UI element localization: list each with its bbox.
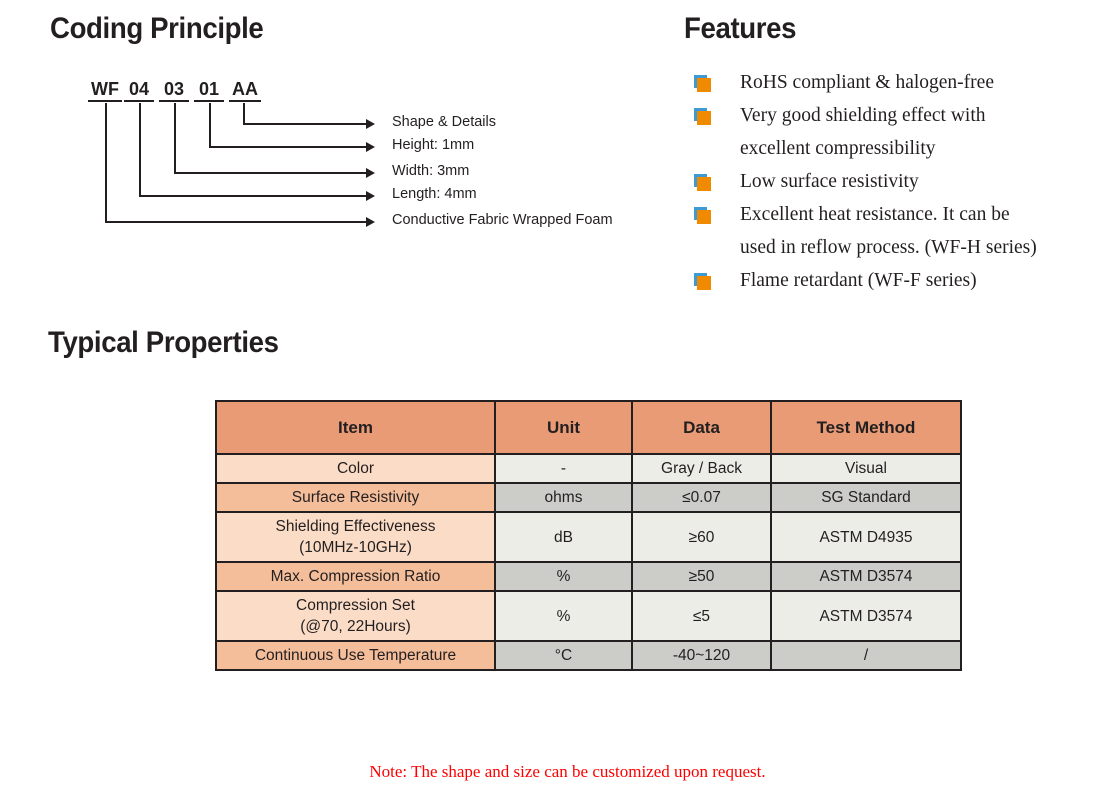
table-header-row: Item Unit Data Test Method	[215, 400, 962, 455]
cell-unit: -	[494, 453, 633, 484]
cell-data: ≥50	[631, 561, 772, 592]
cell-item: Compression Set (@70, 22Hours)	[215, 590, 496, 642]
cell-item-line: Surface Resistivity	[291, 489, 420, 506]
cell-item: Continuous Use Temperature	[215, 640, 496, 671]
feature-item-text: Low surface resistivity	[740, 165, 1114, 198]
cell-data: ≥60	[631, 511, 772, 563]
cell-item-line: (10MHz-10GHz)	[299, 539, 412, 556]
feature-item: Very good shielding effect with excellent…	[684, 99, 1114, 165]
cell-item-line: Shielding Effectiveness	[275, 518, 436, 535]
feature-item-line: Excellent heat resistance. It can be	[740, 204, 1010, 225]
feature-item-line: excellent compressibility	[740, 138, 936, 159]
feature-item-text: RoHS compliant & halogen-free	[740, 66, 1114, 99]
cell-data: ≤0.07	[631, 482, 772, 513]
cell-test-method: SG Standard	[770, 482, 962, 513]
page-title-features: Features	[684, 12, 797, 45]
cell-item-line: Color	[336, 460, 375, 477]
leader-vertical-0	[243, 103, 245, 123]
leader-vertical-1	[209, 103, 211, 146]
leader-vertical-2	[174, 103, 176, 172]
feature-item-text: Very good shielding effect with excellent…	[740, 99, 1114, 165]
leader-label-2: Width: 3mm	[392, 163, 470, 179]
cell-item-line: (@70, 22Hours)	[300, 618, 411, 635]
orange-square-bullet-icon	[694, 108, 716, 130]
cell-test-method: /	[770, 640, 962, 671]
cell-unit: ohms	[494, 482, 633, 513]
leader-arrow-icon-3	[366, 191, 375, 201]
code-token-1: 04	[124, 80, 154, 102]
leader-vertical-4	[105, 103, 107, 221]
leader-horizontal-2	[174, 172, 366, 174]
code-token-2: 03	[159, 80, 189, 102]
column-header-item: Item	[215, 400, 496, 455]
leader-horizontal-3	[139, 195, 366, 197]
cell-data: ≤5	[631, 590, 772, 642]
orange-square-bullet-icon	[694, 273, 716, 295]
cell-item: Color	[215, 453, 496, 484]
page-title-coding-principle: Coding Principle	[50, 12, 264, 45]
feature-item: RoHS compliant & halogen-free	[684, 66, 1114, 99]
cell-test-method: ASTM D3574	[770, 590, 962, 642]
cell-item-line: Max. Compression Ratio	[270, 568, 441, 585]
cell-item: Shielding Effectiveness (10MHz-10GHz)	[215, 511, 496, 563]
feature-item: Flame retardant (WF-F series)	[684, 264, 1114, 297]
orange-square-bullet-icon	[694, 207, 716, 229]
column-header-test-method: Test Method	[770, 400, 962, 455]
cell-item: Max. Compression Ratio	[215, 561, 496, 592]
table-row: Continuous Use Temperature °C-40~120/	[215, 640, 962, 671]
cell-test-method: Visual	[770, 453, 962, 484]
leader-label-3: Length: 4mm	[392, 186, 477, 202]
leader-arrow-icon-0	[366, 119, 375, 129]
feature-item: Excellent heat resistance. It can be used…	[684, 198, 1114, 264]
leader-arrow-icon-4	[366, 217, 375, 227]
cell-unit: °C	[494, 640, 633, 671]
column-header-data: Data	[631, 400, 772, 455]
cell-test-method: ASTM D4935	[770, 511, 962, 563]
feature-item-text: Flame retardant (WF-F series)	[740, 264, 1114, 297]
orange-square-bullet-icon	[694, 75, 716, 97]
typical-properties-table: Item Unit Data Test Method Color -Gray / …	[215, 400, 962, 671]
feature-item-line: Low surface resistivity	[740, 171, 919, 192]
column-header-unit: Unit	[494, 400, 633, 455]
cell-data: Gray / Back	[631, 453, 772, 484]
feature-item-line: Flame retardant (WF-F series)	[740, 270, 977, 291]
leader-horizontal-0	[243, 123, 366, 125]
leader-arrow-icon-2	[366, 168, 375, 178]
feature-item-line: RoHS compliant & halogen-free	[740, 72, 994, 93]
table-note: Note: The shape and size can be customiz…	[369, 762, 766, 781]
cell-unit: dB	[494, 511, 633, 563]
code-token-4: AA	[229, 80, 261, 102]
leader-label-4: Conductive Fabric Wrapped Foam	[392, 212, 613, 228]
leader-arrow-icon-1	[366, 142, 375, 152]
leader-horizontal-4	[105, 221, 366, 223]
feature-item: Low surface resistivity	[684, 165, 1114, 198]
leader-horizontal-1	[209, 146, 366, 148]
leader-label-1: Height: 1mm	[392, 137, 475, 153]
orange-square-bullet-icon	[694, 174, 716, 196]
cell-item-line: Compression Set	[296, 597, 415, 614]
code-token-3: 01	[194, 80, 224, 102]
cell-test-method: ASTM D3574	[770, 561, 962, 592]
feature-item-line: used in reflow process. (WF-H series)	[740, 237, 1037, 258]
cell-data: -40~120	[631, 640, 772, 671]
table-row: Shielding Effectiveness (10MHz-10GHz) dB≥6…	[215, 511, 962, 563]
page-title-typical-properties: Typical Properties	[48, 326, 279, 359]
code-token-0: WF	[88, 80, 122, 102]
feature-item-line: Very good shielding effect with	[740, 105, 986, 126]
cell-item: Surface Resistivity	[215, 482, 496, 513]
leader-vertical-3	[139, 103, 141, 195]
cell-unit: %	[494, 561, 633, 592]
cell-item-line: Continuous Use Temperature	[254, 647, 457, 664]
leader-label-0: Shape & Details	[392, 114, 496, 130]
cell-unit: %	[494, 590, 633, 642]
feature-item-text: Excellent heat resistance. It can be used…	[740, 198, 1114, 264]
